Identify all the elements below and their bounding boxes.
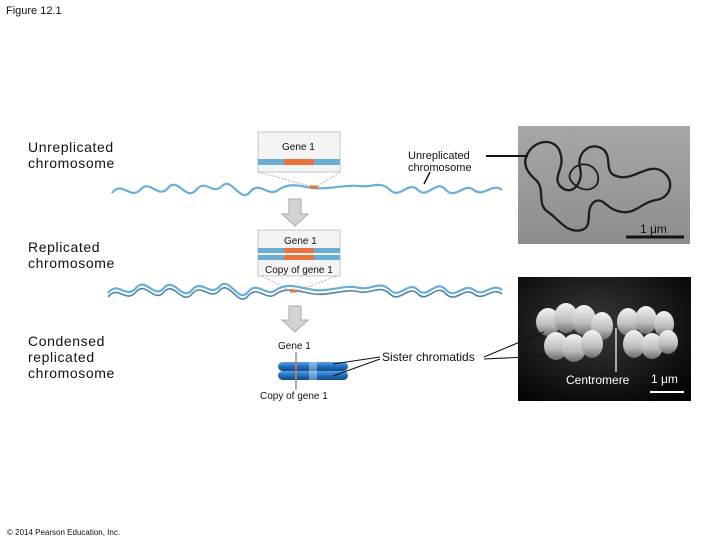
centromere-pinch	[309, 360, 317, 382]
scale-label-bottom: 1 μm	[651, 372, 678, 386]
label-replicated-line1: Replicated	[28, 239, 101, 255]
label-condensed-line1: Condensed	[28, 333, 106, 349]
replicated-dna-strand-a	[107, 282, 503, 296]
micrograph-chromatid-lower	[544, 330, 678, 362]
label-unreplicated: Unreplicated chromosome	[28, 139, 115, 171]
gene1-gene-band-top	[284, 159, 314, 165]
condensed-chromosome-illustration	[278, 360, 348, 382]
micro-unreplicated-line2: chromosome	[408, 162, 472, 174]
label-unreplicated-line2: chromosome	[28, 155, 115, 171]
label-replicated-line2: chromosome	[28, 255, 115, 271]
sister-leader-a	[332, 356, 381, 365]
down-arrow-icon	[280, 198, 310, 227]
sister-chromatids-label: Sister chromatids	[382, 350, 475, 364]
gene1-label-bottom: Gene 1	[278, 341, 311, 352]
down-arrow-icon	[280, 305, 310, 333]
copy-gene1-label-bottom: Copy of gene 1	[260, 391, 328, 402]
scale-label-top: 1 μm	[640, 222, 667, 236]
copy-gene1-label-mid: Copy of gene 1	[265, 265, 333, 276]
gene1-gene-band-mid-a	[284, 248, 314, 253]
gene1-label-top: Gene 1	[282, 142, 315, 153]
gene1-callout-box-top	[257, 131, 341, 173]
micrograph-unreplicated	[518, 126, 690, 244]
micro-unreplicated-label: Unreplicated chromosome	[408, 150, 472, 174]
micrograph-chromatid-upper	[536, 303, 674, 340]
label-condensed-line2: replicated	[28, 349, 95, 365]
micrograph-dna-loop-inner	[568, 163, 600, 191]
sister-leader-d	[483, 355, 549, 360]
micro-unreplicated-line1: Unreplicated	[408, 150, 470, 162]
unreplicated-dna-strand	[111, 182, 503, 196]
label-replicated: Replicated chromosome	[28, 239, 115, 271]
label-condensed-line3: chromosome	[28, 365, 115, 381]
centromere-label: Centromere	[566, 373, 630, 387]
replicated-dna-strand-b	[107, 287, 503, 300]
gene1-gene-band-mid-b	[284, 255, 314, 260]
gene1-zoom-line-mid-left	[261, 275, 291, 292]
figure-title: Figure 12.1	[6, 5, 62, 17]
gene1-zoom-line-right	[317, 171, 341, 187]
gene1-zoom-line-left	[257, 171, 311, 187]
micrograph-dna-loop	[524, 140, 672, 232]
sister-leader-c	[483, 331, 545, 358]
micro-unrep-leader-slant	[423, 171, 431, 185]
label-unreplicated-line1: Unreplicated	[28, 139, 114, 155]
gene1-label-mid: Gene 1	[284, 236, 317, 247]
copyright-notice: © 2014 Pearson Education, Inc.	[7, 528, 121, 537]
label-condensed: Condensed replicated chromosome	[28, 333, 115, 381]
sister-leader-b	[332, 358, 381, 377]
